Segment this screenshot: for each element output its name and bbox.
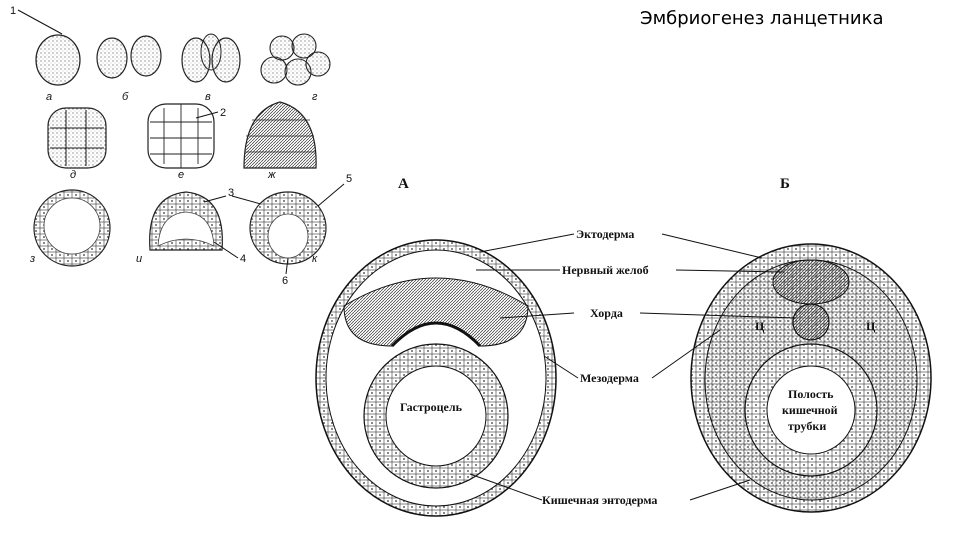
stage-v-four-cells bbox=[181, 33, 241, 83]
gut-cavity-label-line3: трубки bbox=[788, 419, 826, 433]
label-number-6: 6 bbox=[282, 275, 288, 287]
section-b-cross-section bbox=[690, 243, 932, 513]
stage-zh-label: ж bbox=[267, 169, 276, 181]
label-number-4: 4 bbox=[240, 253, 246, 265]
stage-e-cell-cluster bbox=[147, 103, 215, 169]
label-number-5: 5 bbox=[346, 173, 352, 185]
endoderm-label: Кишечная энтодерма bbox=[542, 493, 657, 507]
pointer-line-3a bbox=[203, 195, 227, 203]
coelom-right-label: Ц bbox=[866, 319, 876, 333]
section-a-title: А bbox=[398, 176, 409, 192]
gut-cavity-label-line2: кишечной bbox=[782, 403, 838, 417]
label-number-1: 1 bbox=[10, 5, 16, 17]
stage-d-label: д bbox=[70, 169, 76, 181]
pointer-line-1 bbox=[17, 9, 63, 35]
gastrocoel-label: Гастроцель bbox=[400, 400, 463, 414]
stage-v-label: в bbox=[205, 91, 211, 103]
stage-a-label: а bbox=[46, 91, 52, 103]
label-number-3: 3 bbox=[228, 187, 234, 199]
stage-z-label: з bbox=[29, 253, 35, 265]
stage-g-eight-cells bbox=[260, 33, 331, 86]
stage-e-label: е bbox=[178, 169, 184, 181]
stage-k-late-gastrula bbox=[249, 191, 327, 265]
stage-a-zygote bbox=[35, 34, 81, 86]
stage-g-label: г bbox=[312, 91, 318, 103]
section-b-title: Б bbox=[780, 176, 790, 192]
stage-b-label: б bbox=[122, 91, 129, 103]
stage-i-gastrula bbox=[149, 191, 223, 251]
stage-i-label: и bbox=[136, 253, 142, 265]
neural-groove-label: Нервный желоб bbox=[562, 263, 649, 277]
leader-lines bbox=[469, 233, 797, 501]
pointer-line-2 bbox=[195, 111, 219, 119]
section-a-cross-section bbox=[315, 239, 557, 517]
label-number-2: 2 bbox=[220, 107, 226, 119]
pointer-line-5 bbox=[317, 183, 345, 207]
pointer-line-4 bbox=[213, 241, 239, 259]
gut-cavity-label-line1: Полость bbox=[788, 387, 834, 401]
slide-title: Эмбриогенез ланцетника bbox=[640, 8, 884, 29]
stage-zh-blastula bbox=[243, 101, 317, 169]
pointer-line-6 bbox=[285, 257, 289, 275]
cleavage-stages: 1 а б в г bbox=[10, 5, 352, 287]
coelom-left-label: Ц bbox=[755, 319, 765, 333]
stage-z-blastula-section bbox=[33, 189, 111, 267]
chord-label: Хорда bbox=[590, 306, 623, 320]
stage-b-two-cells bbox=[96, 35, 162, 79]
ectoderm-label: Эктодерма bbox=[576, 227, 634, 241]
stage-d-morula bbox=[47, 107, 107, 169]
mesoderm-label: Мезодерма bbox=[580, 371, 639, 385]
stage-k-label: к bbox=[312, 253, 318, 265]
